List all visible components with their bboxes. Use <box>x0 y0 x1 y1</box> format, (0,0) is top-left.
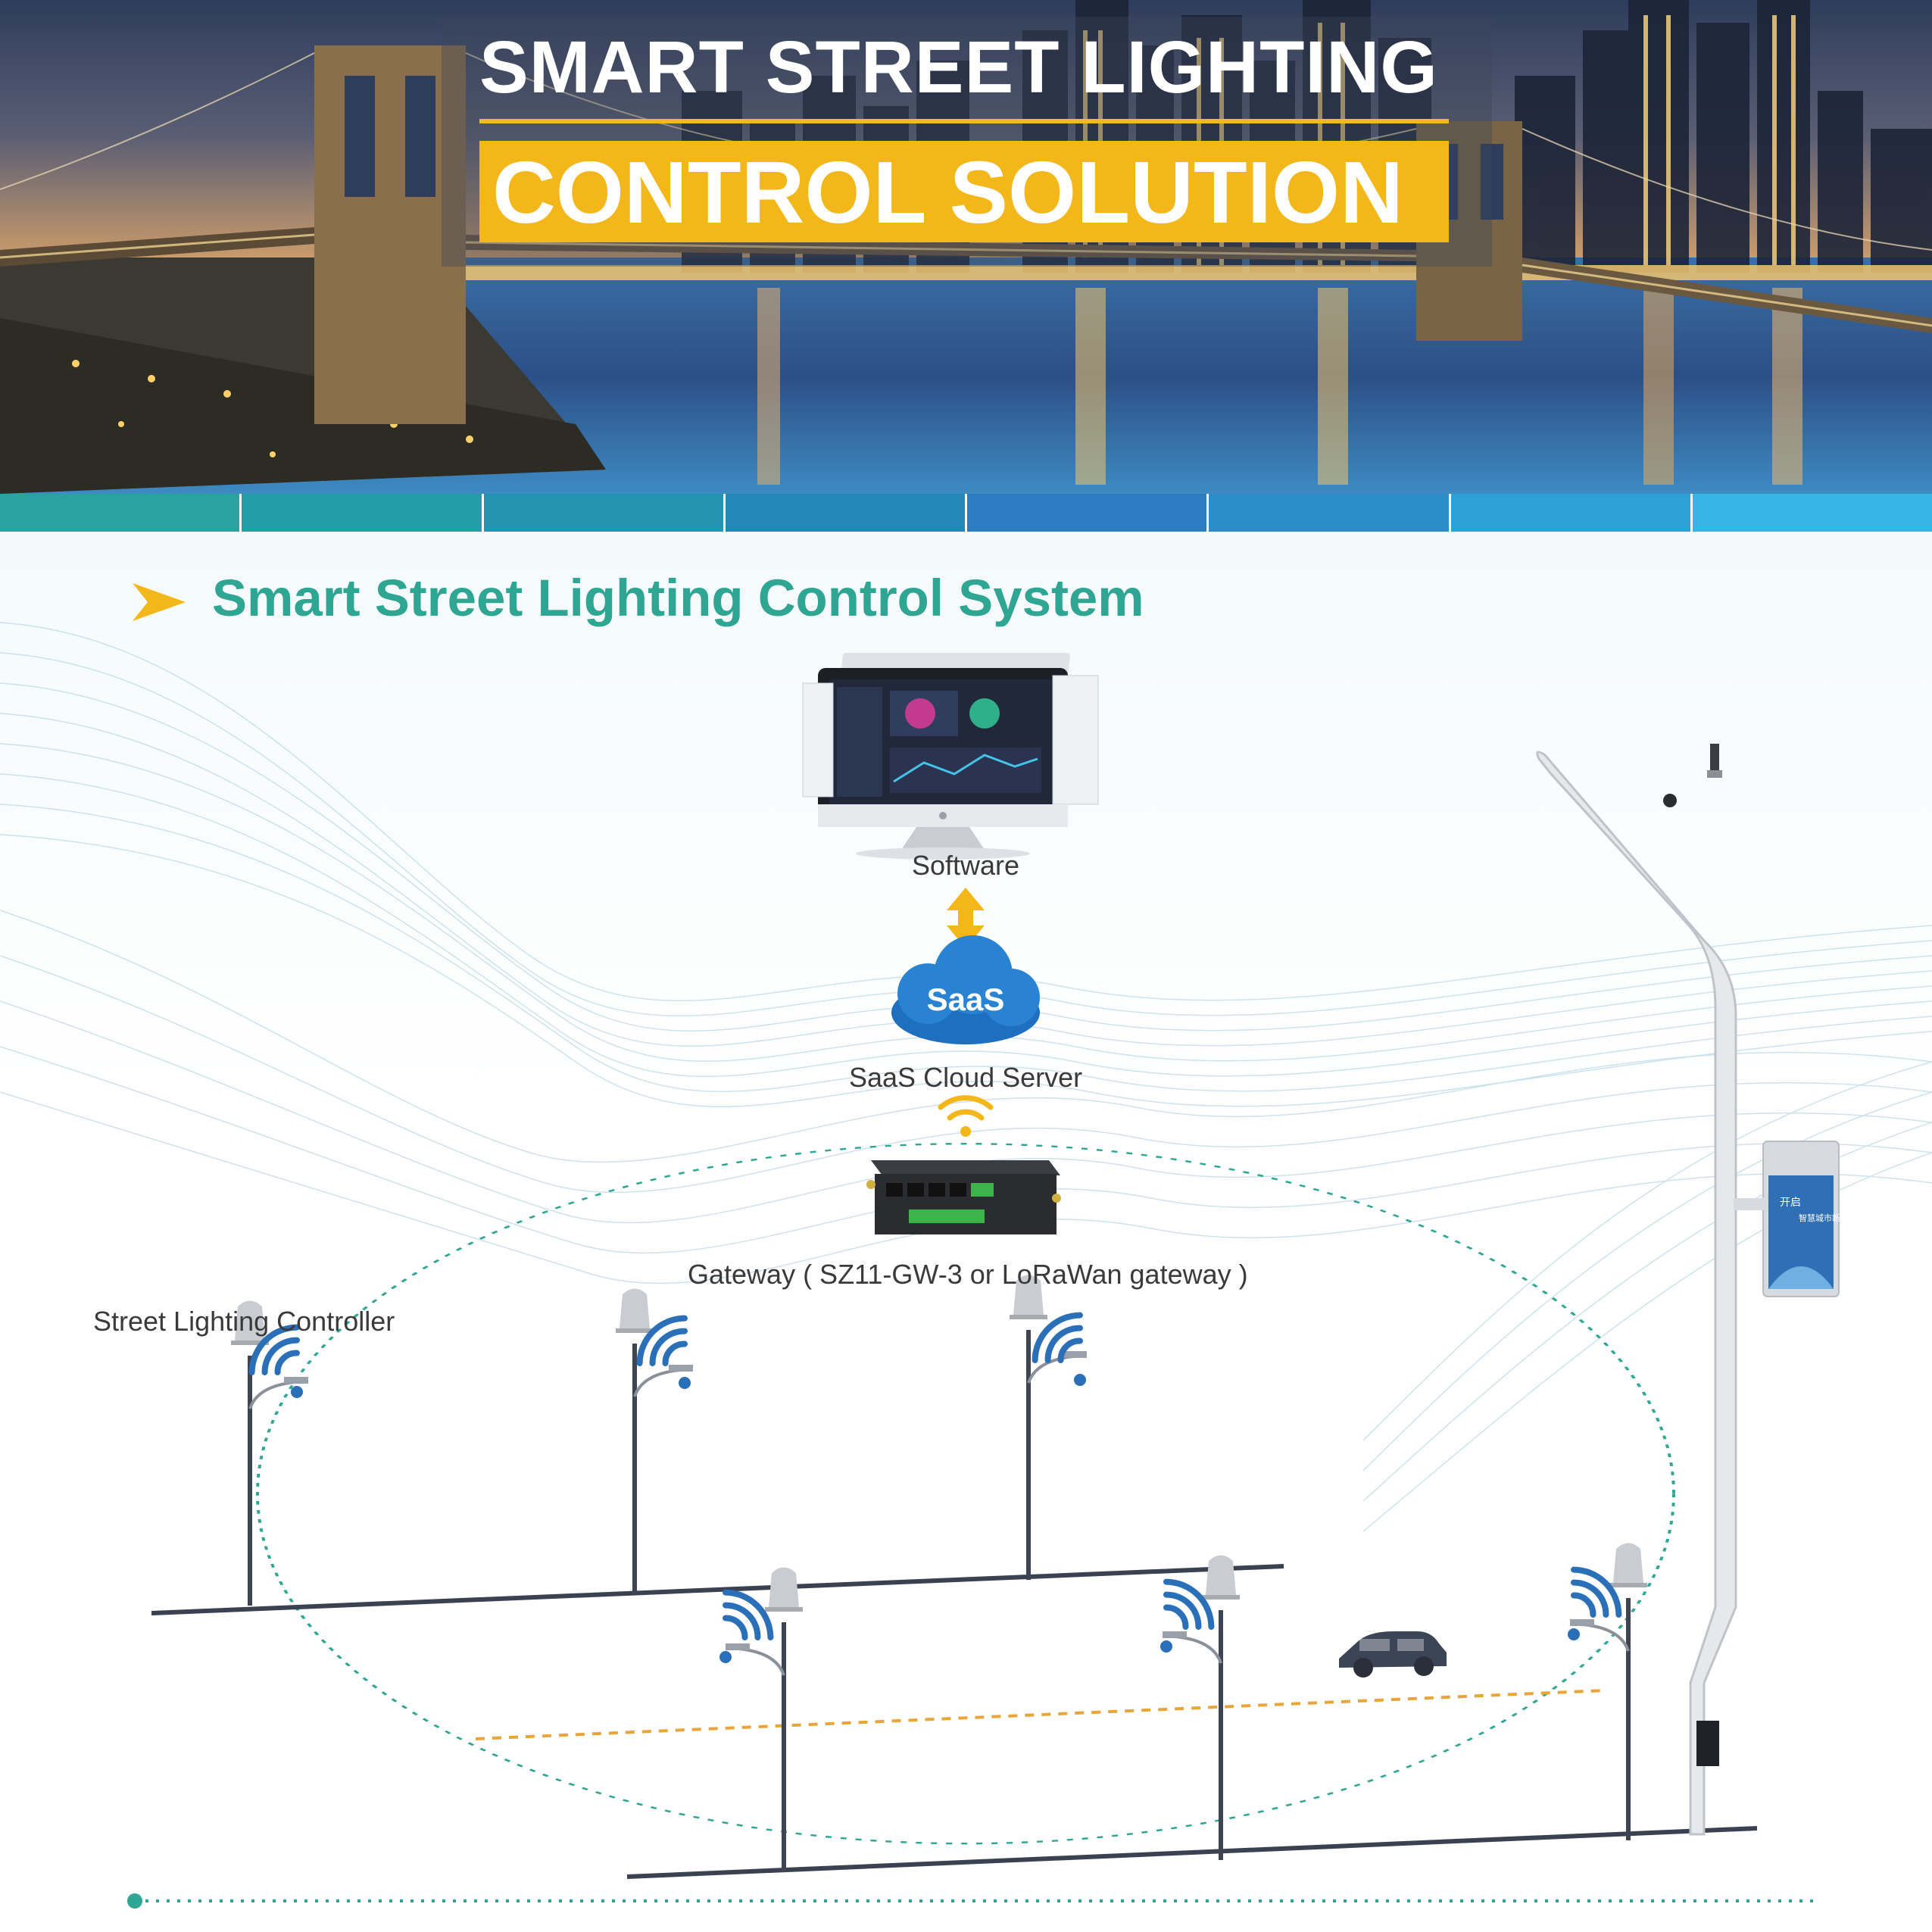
system-diagram: SaaS <box>0 532 1932 1932</box>
monitor-icon <box>802 653 1099 860</box>
stripe-segment <box>967 494 1209 532</box>
network-range-ellipse <box>256 1143 1675 1845</box>
streetlight-icon <box>231 1300 308 1606</box>
hero-title-line2: CONTROL SOLUTION <box>492 143 1403 242</box>
stripe-segment <box>0 494 242 532</box>
stripe-segment <box>1450 494 1693 532</box>
double-arrow-icon <box>947 888 985 948</box>
title-divider <box>479 119 1449 123</box>
wifi-dots <box>291 1374 1580 1663</box>
hero-title-line1: SMART STREET LIGHTING <box>479 26 1438 108</box>
road-back <box>151 1564 1284 1615</box>
section-title: Smart Street Lighting Control System <box>212 569 1144 627</box>
screen-heading: 开启 <box>1780 1196 1801 1208</box>
streetlight-icon <box>1163 1555 1240 1860</box>
streetlight-icon <box>616 1288 693 1593</box>
screen-caption: 智慧城市新生活 <box>1799 1213 1857 1223</box>
stripe-segment <box>725 494 967 532</box>
decorative-wave-lines <box>0 622 1932 1532</box>
arrow-right-icon <box>133 583 186 621</box>
stripe-segment <box>242 494 484 532</box>
road-center-line <box>475 1689 1606 1740</box>
color-stripe-bar <box>0 494 1932 532</box>
streetlight-icon <box>726 1567 803 1872</box>
streetlight-icon <box>1570 1543 1647 1840</box>
bottom-dot <box>127 1893 142 1909</box>
stripe-segment <box>483 494 726 532</box>
gateway-label: Gateway ( SZ11-GW-3 or LoRaWan gateway ) <box>688 1259 1248 1290</box>
stripe-segment <box>1209 494 1451 532</box>
cloud-icon <box>891 935 1040 1044</box>
gateway-device-icon <box>866 1160 1061 1234</box>
title-highlight <box>479 141 1449 242</box>
smart-pole-icon <box>1536 744 1840 1836</box>
road-front <box>626 1826 1758 1879</box>
wifi-icon <box>248 1312 1622 1640</box>
controller-label: Street Lighting Controller <box>93 1306 395 1337</box>
streetlight-icon <box>1010 1275 1087 1580</box>
hero-banner: SMART STREET LIGHTING CONTROL SOLUTION <box>0 0 1932 494</box>
stripe-segment <box>1692 494 1932 532</box>
saas-badge-text: SaaS <box>927 982 1005 1017</box>
software-label: Software <box>912 850 1020 881</box>
car-icon <box>1339 1631 1447 1678</box>
wifi-icon <box>938 1095 994 1121</box>
diagram-canvas: SaaS <box>0 583 1932 1909</box>
saas-label: SaaS Cloud Server <box>849 1062 1083 1093</box>
